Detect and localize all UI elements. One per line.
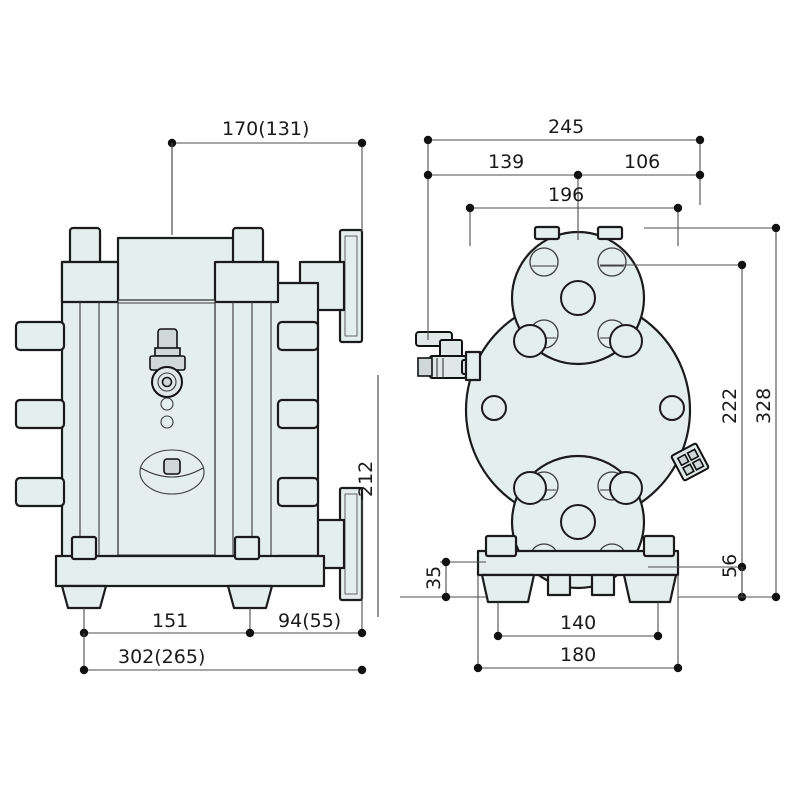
- front-view: [14, 226, 364, 610]
- front-step-left: [60, 260, 120, 304]
- dim-151: 151: [152, 610, 188, 632]
- dim-222: 222: [719, 388, 741, 424]
- side-top-flange-bore: [560, 280, 596, 316]
- dim-140: 140: [560, 612, 596, 634]
- front-ribs: [79, 302, 272, 556]
- side-bottom-boss-left: [513, 471, 547, 505]
- dim-139: 139: [488, 151, 524, 173]
- side-bottom-boss-right: [609, 471, 643, 505]
- dim-106: 106: [624, 151, 660, 173]
- front-foot-left: [60, 584, 108, 610]
- side-top-lug-left: [533, 225, 561, 241]
- front-base-plate: [54, 554, 326, 588]
- dim-56: 56: [719, 554, 741, 578]
- front-step-right: [213, 260, 280, 304]
- front-boss-top-right: [231, 226, 265, 266]
- side-base-stud-left: [484, 534, 518, 558]
- front-base-stud-left: [70, 535, 98, 561]
- dim-180: 180: [560, 644, 596, 666]
- front-boss-top-left: [68, 226, 102, 266]
- front-base-stud-right: [233, 535, 261, 561]
- side-foot-mid-right: [590, 573, 616, 597]
- side-valve-port: [464, 350, 482, 382]
- front-sight-glass: [139, 449, 205, 495]
- dim-328: 328: [753, 388, 775, 424]
- dimension-lines: [79, 135, 781, 675]
- front-foot-right: [226, 584, 274, 610]
- side-foot-right: [622, 573, 678, 604]
- side-top-lug-right: [596, 225, 624, 241]
- dim-35: 35: [423, 566, 445, 590]
- side-base-stud-right: [642, 534, 676, 558]
- side-angled-bracket: [670, 442, 710, 482]
- side-view: [415, 225, 710, 604]
- dim-94-55: 94(55): [278, 610, 341, 632]
- dim-196: 196: [548, 184, 584, 206]
- dim-170-131: 170(131): [222, 118, 309, 140]
- front-right-nozzles: [276, 320, 320, 508]
- front-gauge-fitting: [149, 328, 186, 429]
- front-left-nozzles: [14, 320, 66, 508]
- side-foot-left: [480, 573, 536, 604]
- side-shoulder-bolts: [481, 324, 685, 421]
- dim-212: 212: [355, 461, 377, 497]
- side-bottom-flange-bore: [560, 504, 596, 540]
- side-foot-mid-left: [546, 573, 572, 597]
- side-valve-fitting: [415, 331, 482, 382]
- dim-302-265: 302(265): [118, 646, 205, 668]
- dimension-labels: 170(131) 151 94(55) 302(265) 212 245 139…: [118, 116, 775, 668]
- dim-245: 245: [548, 116, 584, 138]
